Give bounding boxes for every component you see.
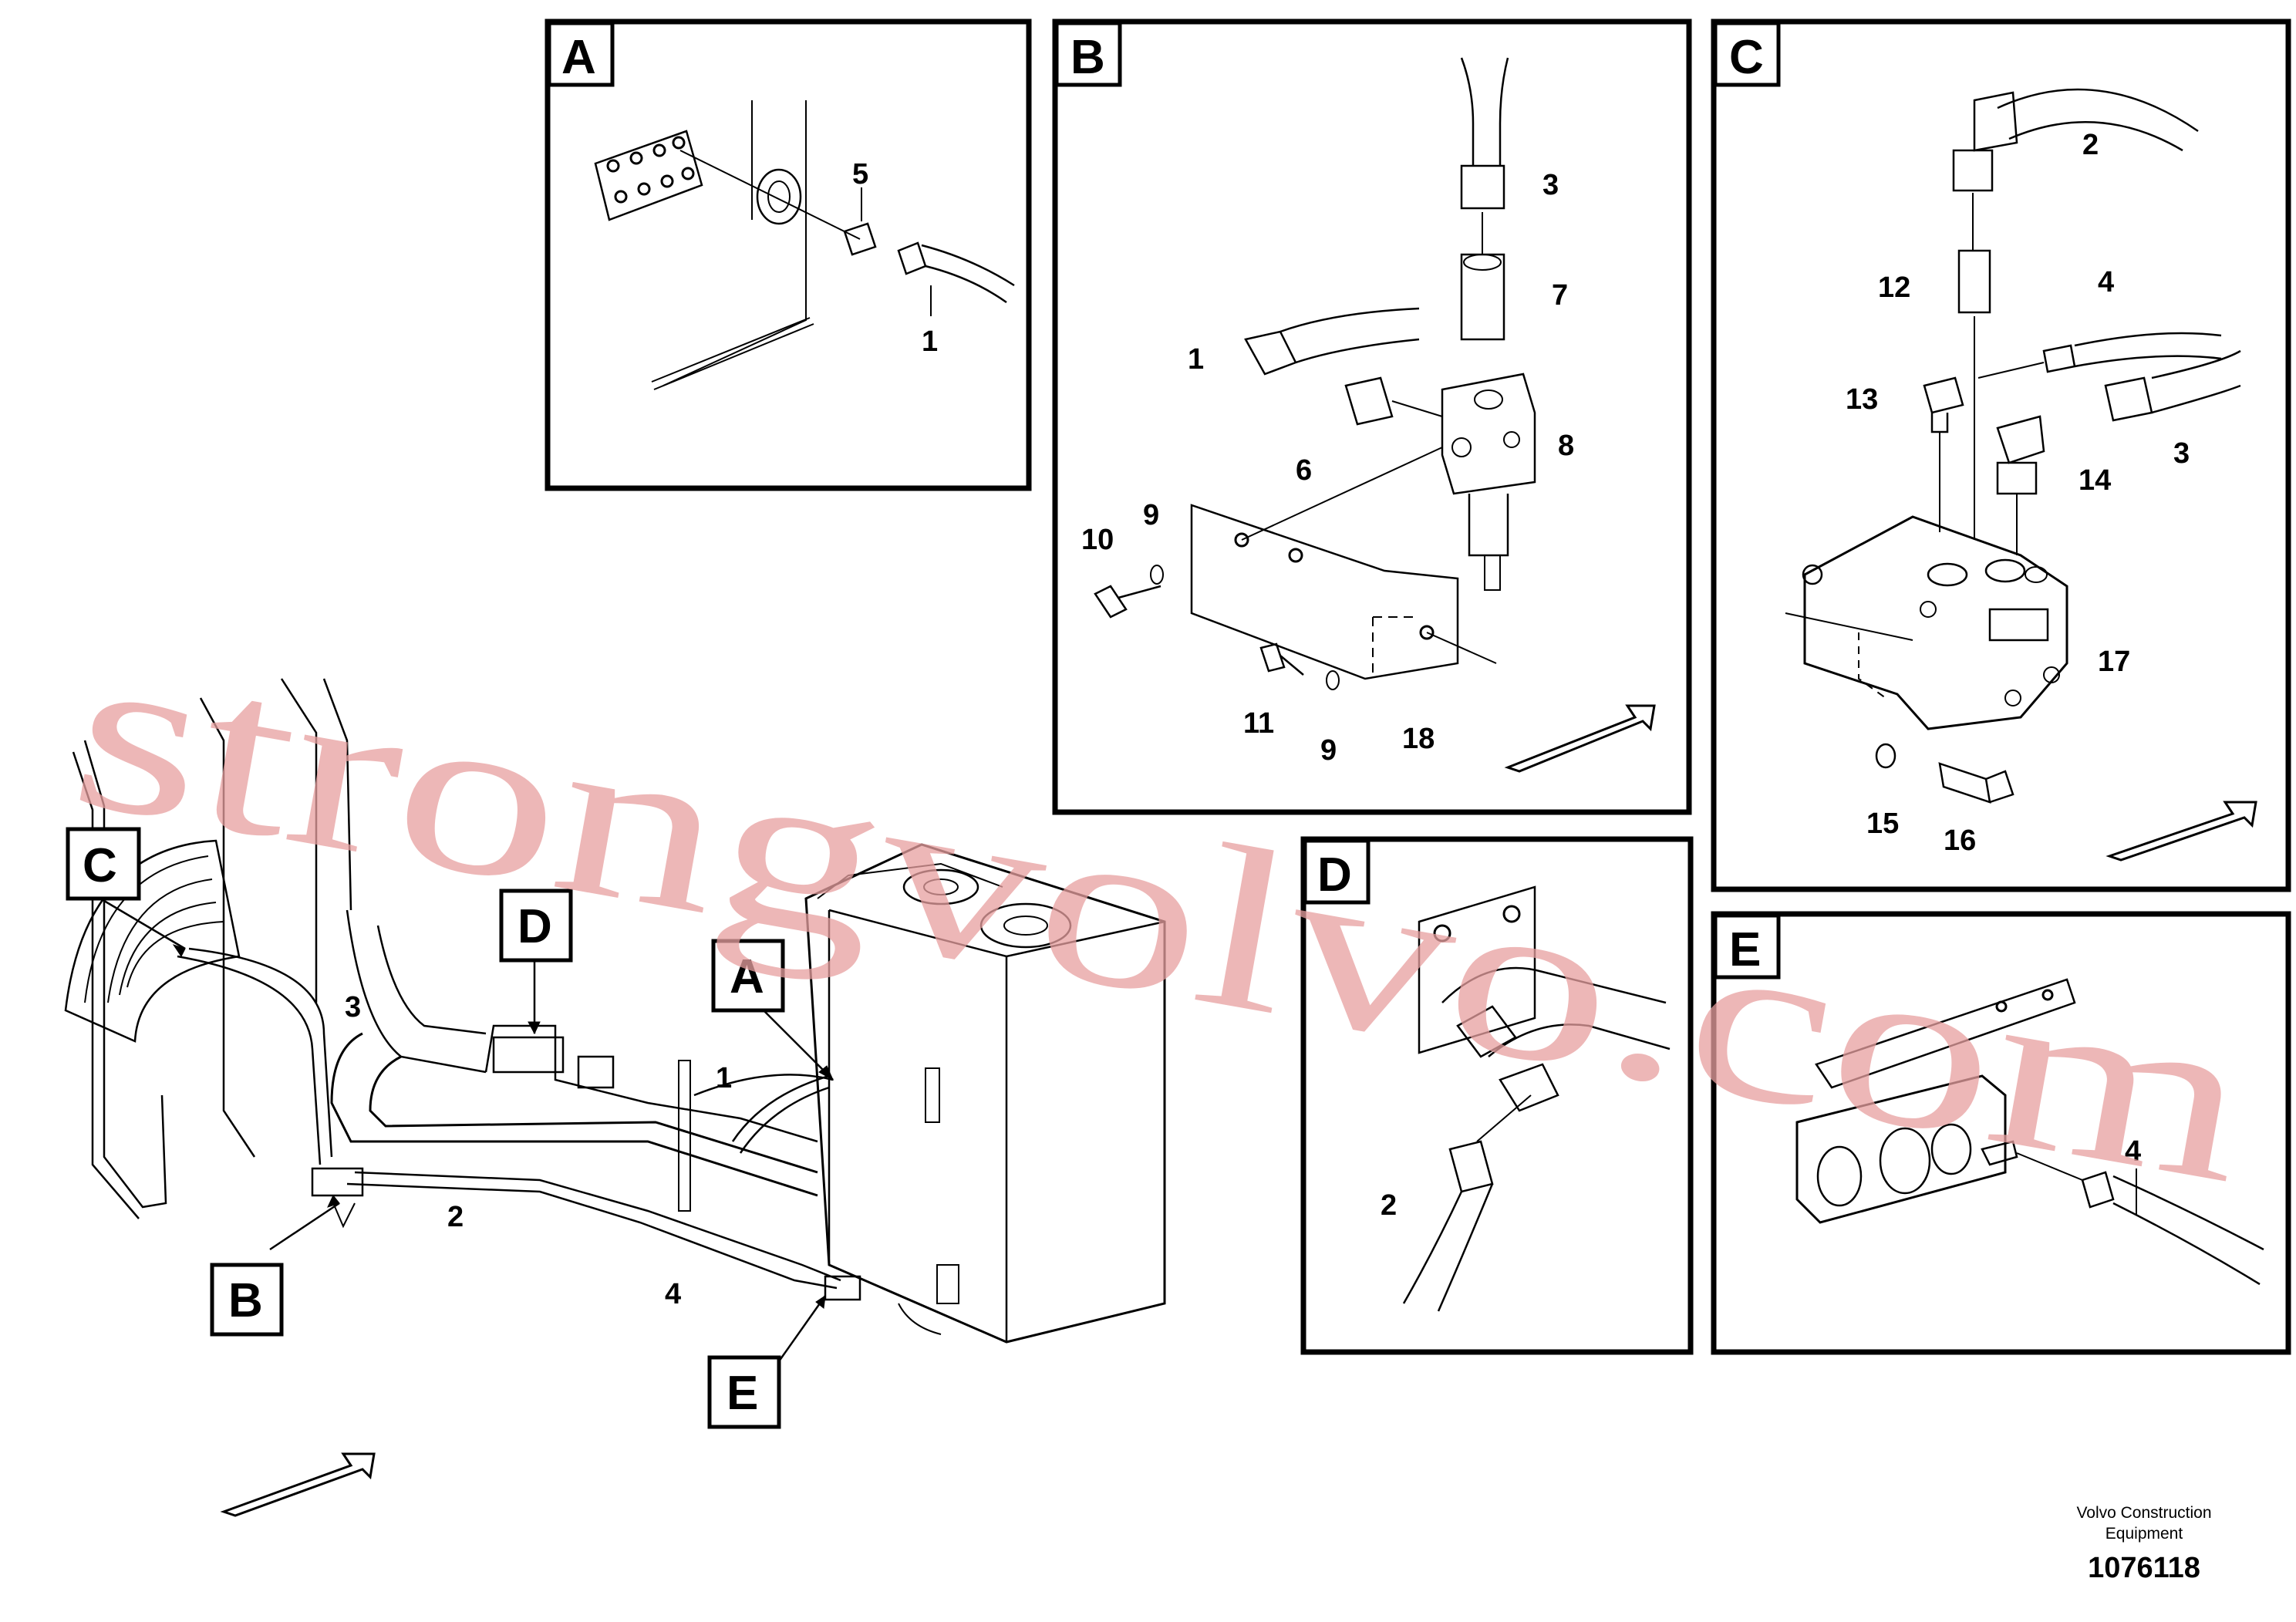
overview-tag-e: E bbox=[727, 1367, 758, 1420]
panel-e-letter: E bbox=[1729, 923, 1761, 976]
panel-b-callout-9b: 9 bbox=[1320, 734, 1337, 767]
overview-callout-3: 3 bbox=[345, 991, 361, 1023]
overview-callout-2: 2 bbox=[447, 1201, 464, 1233]
panel-b-callout-10: 10 bbox=[1081, 524, 1114, 556]
panel-d bbox=[1300, 836, 1694, 1355]
panel-d-letter: D bbox=[1317, 848, 1352, 902]
panel-c-callout-14: 14 bbox=[2079, 464, 2111, 497]
panel-c-letter: C bbox=[1729, 31, 1764, 84]
overview-callout-4: 4 bbox=[665, 1278, 681, 1310]
panel-c-callout-13: 13 bbox=[1846, 383, 1878, 416]
overview-drawing bbox=[64, 678, 1166, 1517]
panel-d-callout-2: 2 bbox=[1381, 1189, 1397, 1222]
panel-e bbox=[1711, 911, 2291, 1355]
panel-b-callout-8: 8 bbox=[1558, 430, 1574, 462]
footer-drawing-number: 1076118 bbox=[2088, 1552, 2200, 1584]
panel-a-letter: A bbox=[561, 31, 596, 84]
panel-b bbox=[1052, 19, 1692, 815]
panel-c-callout-2: 2 bbox=[2082, 129, 2099, 161]
panel-c-callout-17: 17 bbox=[2098, 646, 2130, 678]
footer-company-line2: Equipment bbox=[2106, 1525, 2183, 1543]
panel-a-callout-5: 5 bbox=[852, 158, 868, 191]
overview-tag-b: B bbox=[228, 1274, 263, 1327]
panel-c-callout-4: 4 bbox=[2098, 266, 2114, 298]
panel-b-callout-11: 11 bbox=[1243, 707, 1274, 740]
panel-b-callout-1: 1 bbox=[1188, 343, 1204, 376]
panel-b-letter: B bbox=[1070, 31, 1105, 84]
panel-c-callout-3: 3 bbox=[2173, 437, 2190, 470]
panel-c-callout-12: 12 bbox=[1878, 271, 1910, 304]
footer-company-line1: Volvo Construction bbox=[2076, 1504, 2211, 1522]
panel-c-callout-16: 16 bbox=[1944, 824, 1976, 857]
panel-a bbox=[544, 19, 1032, 491]
panel-b-callout-3: 3 bbox=[1542, 169, 1559, 201]
panel-b-callout-6: 6 bbox=[1296, 454, 1312, 487]
panel-e-callout-4: 4 bbox=[2125, 1135, 2141, 1168]
panel-a-callout-1: 1 bbox=[922, 325, 938, 358]
panel-c bbox=[1711, 19, 2291, 892]
overview-tag-a: A bbox=[730, 950, 764, 1003]
panel-c-callout-15: 15 bbox=[1866, 808, 1899, 840]
panel-b-callout-18: 18 bbox=[1402, 723, 1435, 755]
overview-callout-1: 1 bbox=[716, 1062, 732, 1094]
panel-b-callout-9: 9 bbox=[1143, 499, 1159, 531]
panel-b-callout-7: 7 bbox=[1552, 279, 1568, 312]
overview-tag-d: D bbox=[518, 900, 552, 953]
overview-tag-c: C bbox=[83, 839, 117, 892]
